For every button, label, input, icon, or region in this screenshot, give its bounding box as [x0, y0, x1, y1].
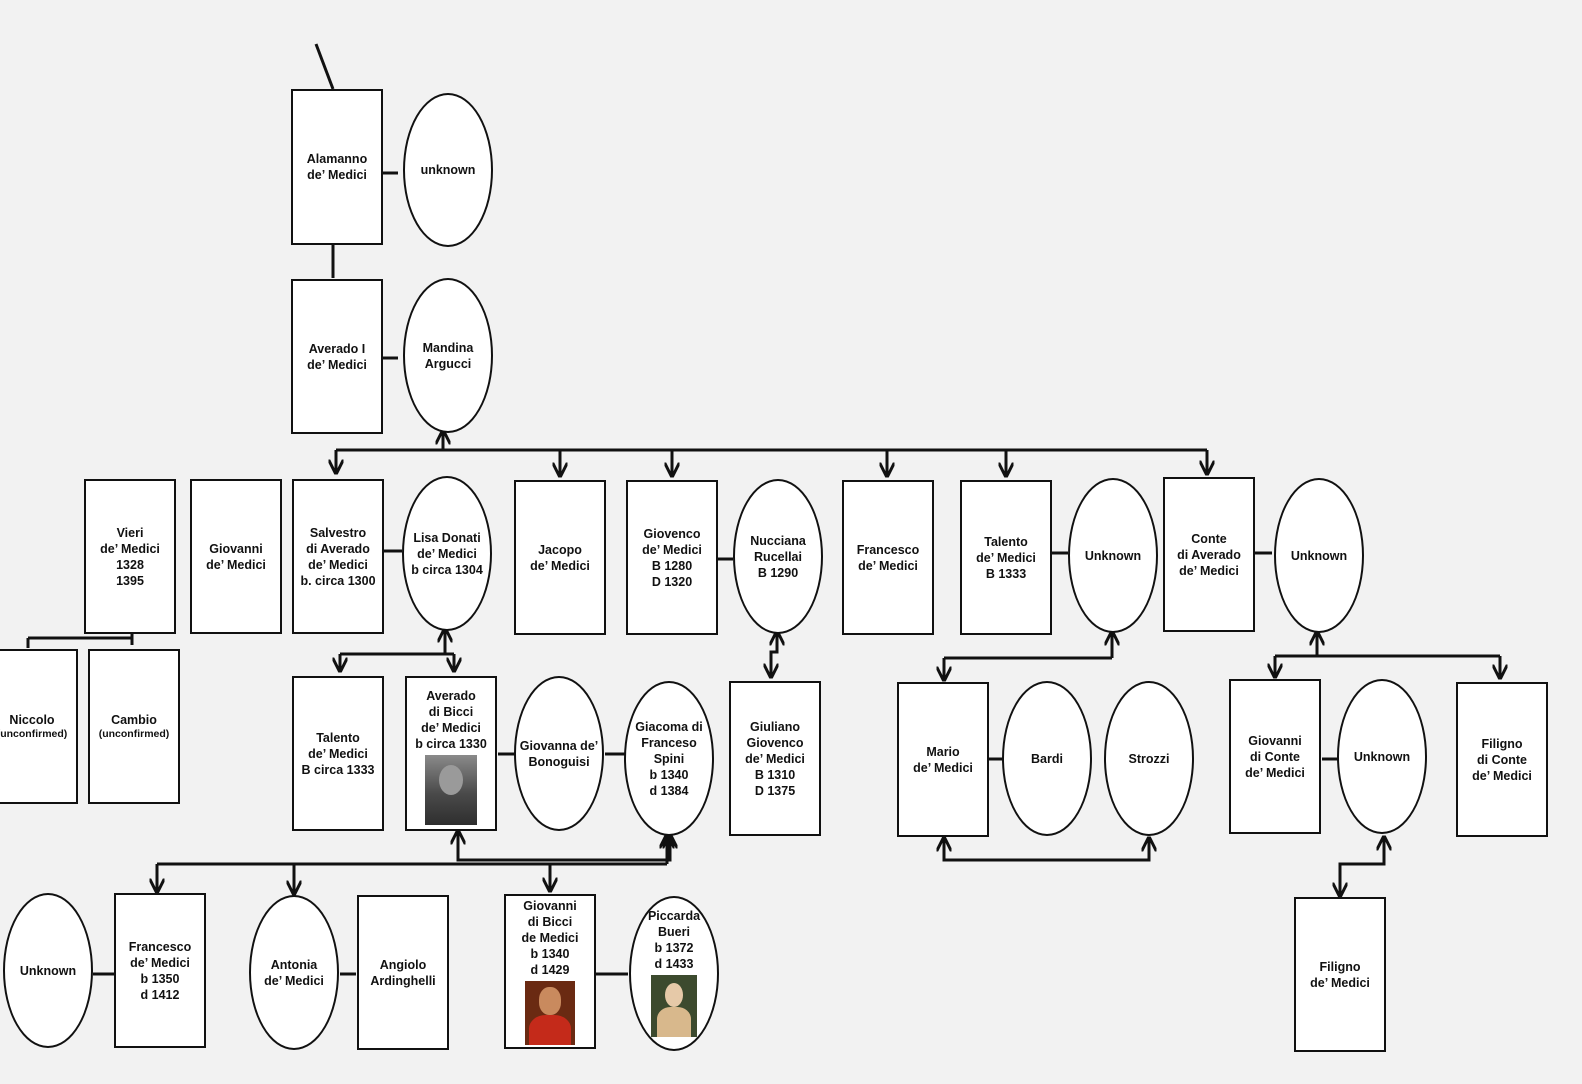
spouse-bardi: Bardi — [1002, 681, 1092, 836]
person-giovanni-di-conte: Giovanni di Conte de’ Medici — [1229, 679, 1321, 834]
person-filigno-di-conte: Filigno di Conte de’ Medici — [1456, 682, 1548, 837]
spouse-mandina-argucci: Mandina Argucci — [403, 278, 493, 433]
person-conte: Conte di Averado de’ Medici — [1163, 477, 1255, 632]
person-vieri: Vieri de’ Medici 1328 1395 — [84, 479, 176, 634]
marriage-line — [944, 838, 1149, 862]
descent-line — [771, 632, 777, 677]
descent-line — [1340, 837, 1384, 896]
ancestor-line — [314, 43, 335, 90]
person-mario: Mario de’ Medici — [897, 682, 989, 837]
person-francesco-1350: Francesco de’ Medici b 1350 d 1412 — [114, 893, 206, 1048]
spouse-piccarda-bueri: Piccarda Bueri b 1372 d 1433 — [629, 896, 719, 1051]
person-cambio: Cambio(unconfirmed) — [88, 649, 180, 804]
spouse-angiolo-ardinghelli: Angiolo Ardinghelli — [357, 895, 449, 1050]
spouse-nucciana-rucellai: Nucciana Rucellai B 1290 — [733, 479, 823, 634]
person-antonia: Antonia de’ Medici — [249, 895, 339, 1050]
spouse-unknown-francesco: Unknown — [3, 893, 93, 1048]
spouse-strozzi: Strozzi — [1104, 681, 1194, 836]
spouse-giovanna-bonoguisi: Giovanna de’ Bonoguisi — [514, 676, 604, 831]
person-giovanni: Giovanni de’ Medici — [190, 479, 282, 634]
spouse-lisa-donati: Lisa Donati de’ Medici b circa 1304 — [402, 476, 492, 631]
portrait-averado-di-bicci — [425, 755, 477, 825]
spouse-unknown-alamanno: unknown — [403, 93, 493, 247]
person-salvestro: Salvestro di Averado de’ Medici b. circa… — [292, 479, 384, 634]
person-talento: Talento de’ Medici B 1333 — [960, 480, 1052, 635]
portrait-piccarda-bueri — [651, 975, 697, 1037]
spouse-unknown-talento: Unknown — [1068, 478, 1158, 633]
person-francesco: Francesco de’ Medici — [842, 480, 934, 635]
person-averado-di-bicci: Averado di Bicci de’ Medici b circa 1330 — [405, 676, 497, 831]
person-averado-i: Averado I de’ Medici — [291, 279, 383, 434]
person-niccolo: Niccolo(unconfirmed) — [0, 649, 78, 804]
person-giovanni-di-bicci: Giovanni di Bicci de Medici b 1340 d 142… — [504, 894, 596, 1049]
person-filigno: Filigno de’ Medici — [1294, 897, 1386, 1052]
marriage-line — [458, 831, 670, 862]
spouse-unknown-conte: Unknown — [1274, 478, 1364, 633]
spouse-giacoma-spini: Giacoma di Franceso Spini b 1340 d 1384 — [624, 681, 714, 836]
person-giuliano-giovenco: Giuliano Giovenco de’ Medici B 1310 D 13… — [729, 681, 821, 836]
portrait-giovanni-di-bicci — [525, 981, 575, 1045]
person-jacopo: Jacopo de’ Medici — [514, 480, 606, 635]
person-talento-circa-1333: Talento de’ Medici B circa 1333 — [292, 676, 384, 831]
person-giovenco: Giovenco de’ Medici B 1280 D 1320 — [626, 480, 718, 635]
person-alamanno: Alamanno de’ Medici — [291, 89, 383, 245]
spouse-unknown-giovanni-di-conte: Unknown — [1337, 679, 1427, 834]
